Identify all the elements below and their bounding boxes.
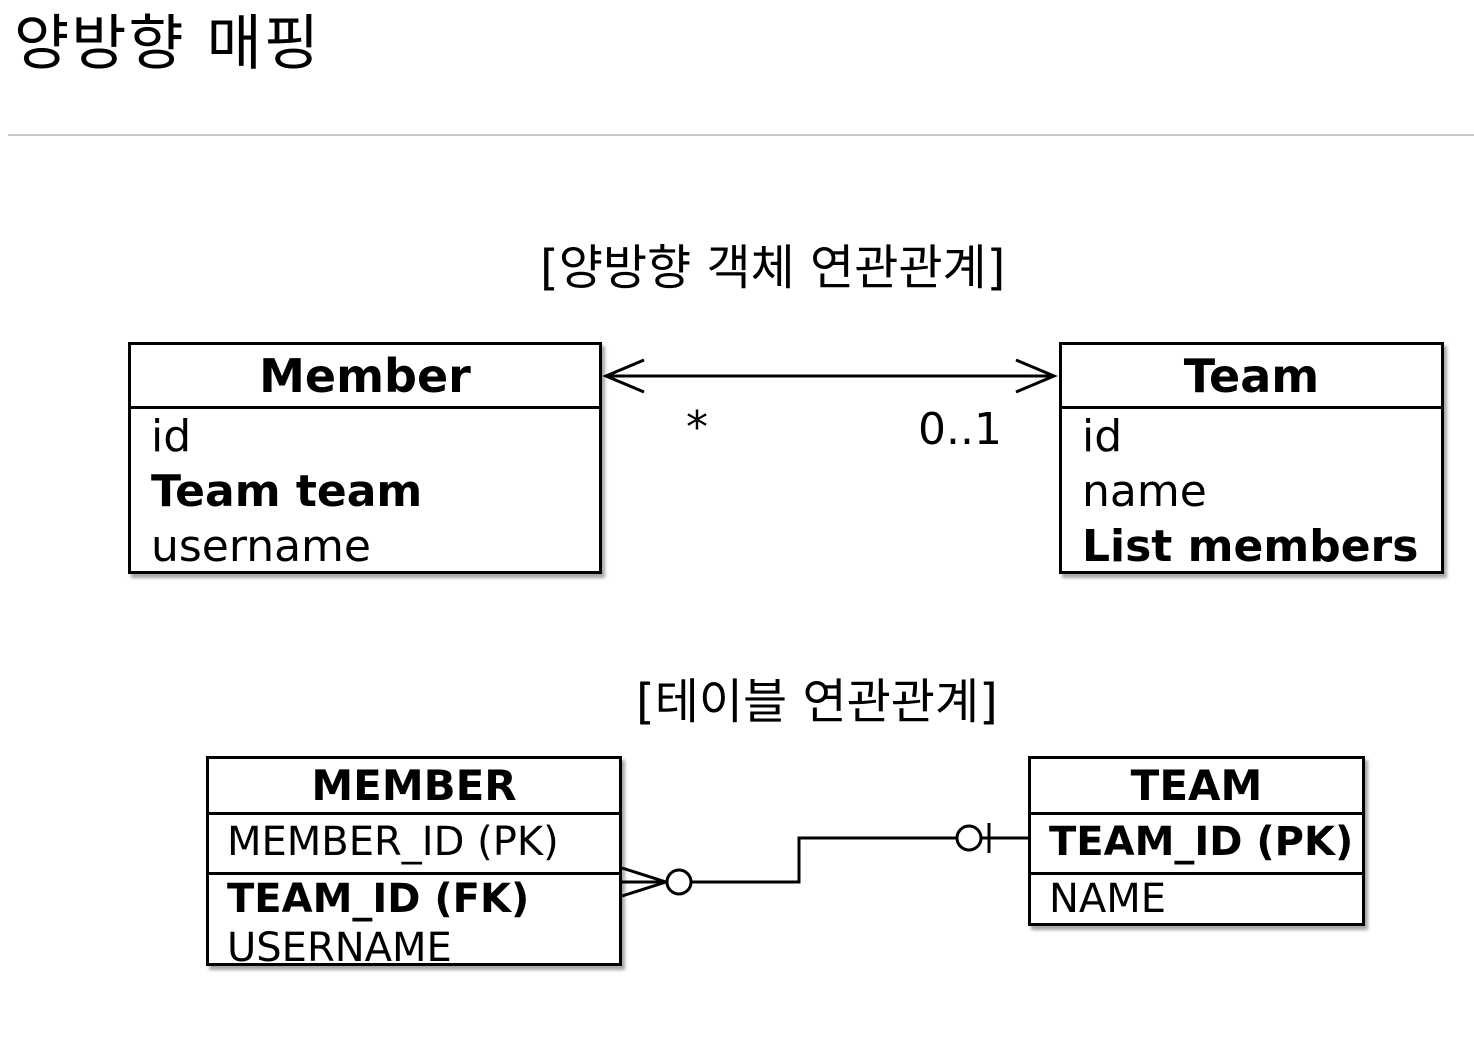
team-field-members: List members [1082, 521, 1419, 572]
many-to-one-relationship-line [621, 823, 1028, 898]
member-multiplicity-label: * [686, 402, 708, 453]
page-title: 양방향 매핑 [14, 9, 322, 79]
member-column-member-id: MEMBER_ID (PK) [227, 819, 559, 865]
team-column-team-id: TEAM_ID (PK) [1049, 819, 1354, 865]
team-multiplicity-label: 0..1 [918, 404, 1002, 455]
team-table-name: TEAM [1031, 759, 1362, 815]
member-field-team: Team team [151, 466, 423, 517]
team-class-name: Team [1062, 345, 1441, 409]
title-divider [8, 134, 1474, 136]
member-table-name: MEMBER [209, 759, 619, 815]
team-field-id: id [1082, 411, 1123, 462]
bidirectional-association-arrow [602, 358, 1058, 394]
team-class-box: Team id name List members [1059, 342, 1444, 574]
team-column-name: NAME [1031, 872, 1362, 924]
member-field-username: username [151, 521, 371, 572]
member-table-box: MEMBER MEMBER_ID (PK) TEAM_ID (FK) USERN… [206, 756, 622, 971]
member-field-id: id [151, 411, 192, 462]
member-class-box: Member id Team team username [128, 342, 602, 574]
team-table-box: TEAM TEAM_ID (PK) NAME [1028, 756, 1365, 926]
object-relation-caption: [양방향 객체 연관관계] [540, 240, 1006, 296]
member-column-username: USERNAME [227, 925, 452, 971]
member-class-name: Member [131, 345, 599, 409]
table-relation-caption: [테이블 연관관계] [636, 674, 998, 730]
member-column-team-id: TEAM_ID (FK) [209, 872, 619, 924]
team-field-name: name [1082, 466, 1207, 517]
